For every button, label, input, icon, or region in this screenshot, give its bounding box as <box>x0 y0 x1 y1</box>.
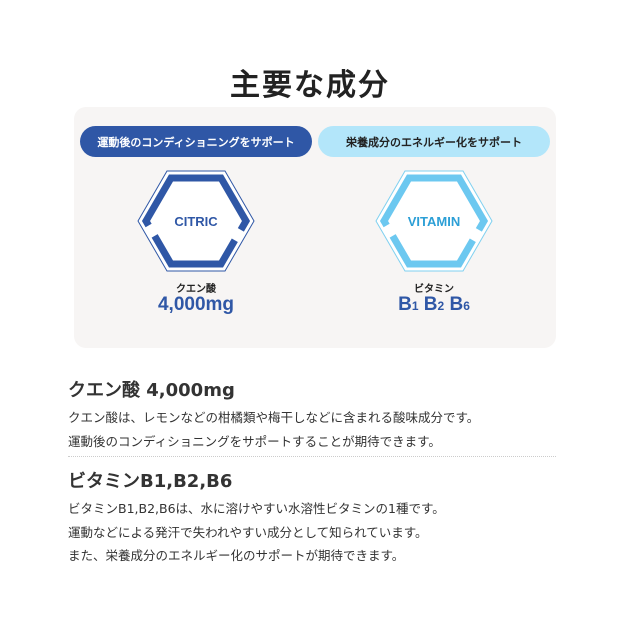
ingredients-card: 運動後のコンディショニングをサポート 栄養成分のエネルギー化をサポート CITR… <box>74 107 556 348</box>
citric-description: クエン酸は、レモンなどの柑橘類や梅干しなどに含まれる酸味成分です。運動後のコンデ… <box>68 410 480 449</box>
vitamin-section: ビタミンB1,B2,B6 ビタミンB1,B2,B6は、水に溶けやすい水溶性ビタミ… <box>68 467 558 568</box>
citric-section: クエン酸 4,000mg クエン酸は、レモンなどの柑橘類や梅干しなどに含まれる酸… <box>68 376 558 453</box>
page-title: 主要な成分 <box>230 68 390 103</box>
vitamin-description: ビタミンB1,B2,B6は、水に溶けやすい水溶性ビタミンの1種です。運動などによ… <box>68 501 445 563</box>
vitamin-heading: ビタミンB1,B2,B6 <box>68 471 233 492</box>
citric-heading: クエン酸 4,000mg <box>68 380 235 401</box>
citric-value: 4,000mg <box>157 294 235 315</box>
citric-label: CITRIC <box>174 213 218 229</box>
vitamin-label: VITAMIN <box>407 213 461 229</box>
citric-hexagon-icon: CITRIC <box>137 170 255 272</box>
citric-name: クエン酸 <box>176 284 216 295</box>
vitamin-hexagon-icon: VITAMIN <box>375 170 493 272</box>
section-divider <box>68 456 556 457</box>
citric-pill: 運動後のコンディショニングをサポート <box>80 126 312 157</box>
vitamin-name: ビタミン <box>414 284 454 295</box>
vitamin-pill: 栄養成分のエネルギー化をサポート <box>318 126 550 157</box>
vitamin-value: B1 B2 B6 <box>398 294 470 315</box>
